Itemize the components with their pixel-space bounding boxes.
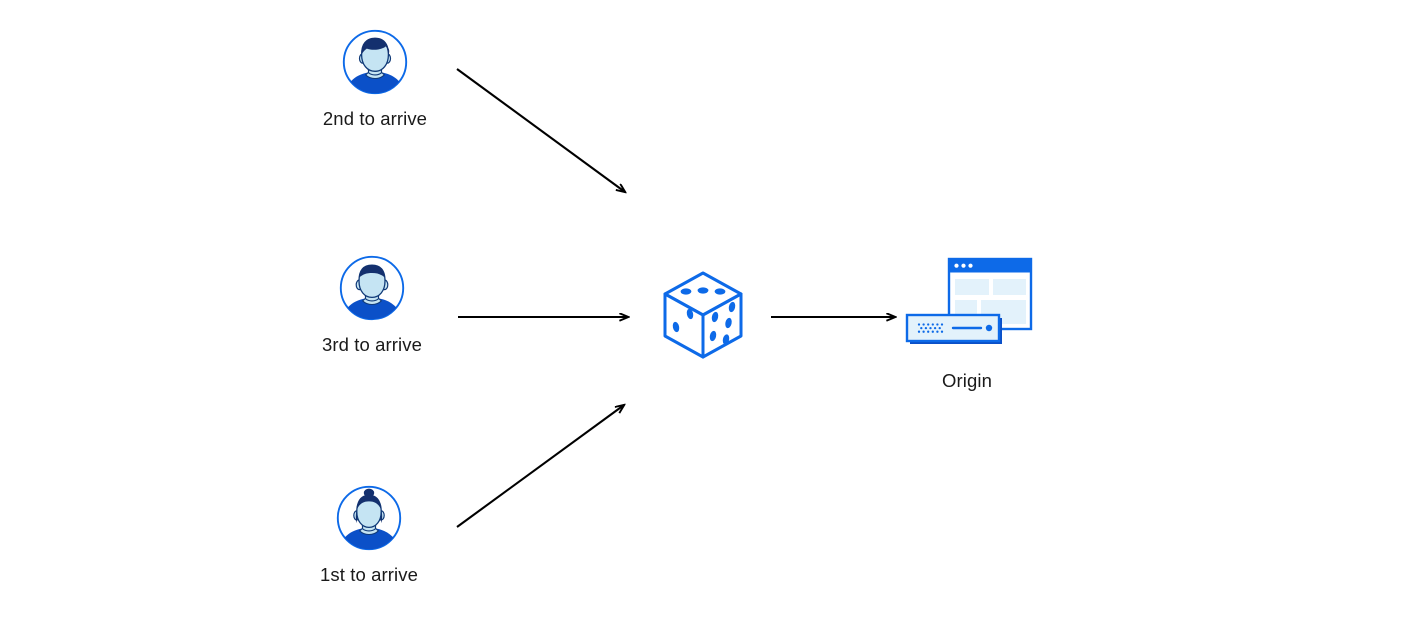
client-node-2nd[interactable]: 2nd to arrive [300,28,450,131]
origin-label: Origin [942,370,992,391]
user-avatar-icon [335,484,403,552]
arrow-client-2nd-to-dice [456,68,625,192]
arrow-client-1st-to-dice [456,405,624,528]
user-avatar-icon [341,28,409,96]
dice-icon [658,269,748,361]
origin-node[interactable]: Origin [877,256,1057,393]
client-label-2nd: 2nd to arrive [322,108,428,129]
client-node-3rd[interactable]: 3rd to arrive [297,254,447,357]
origin-server-icon [901,256,1033,352]
client-node-1st[interactable]: 1st to arrive [294,484,444,587]
client-label-3rd: 3rd to arrive [321,334,422,355]
user-avatar-icon [338,254,406,322]
dice-node[interactable] [658,269,748,361]
router-device [905,313,1002,344]
client-label-1st: 1st to arrive [320,564,418,585]
